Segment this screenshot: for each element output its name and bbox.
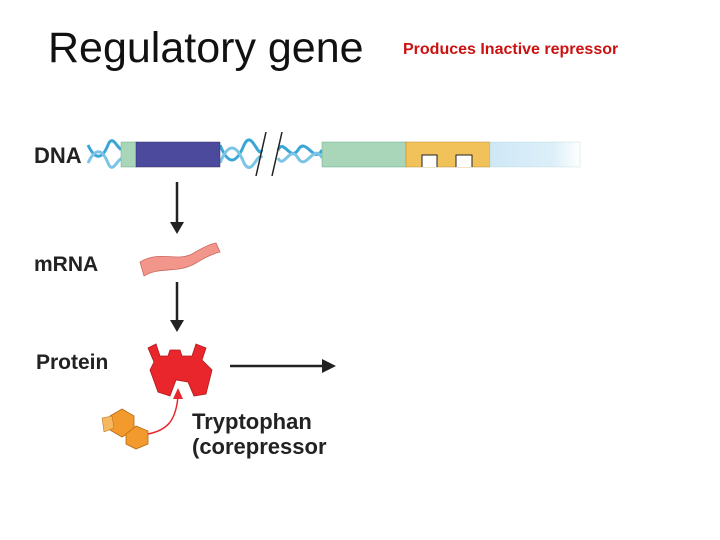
regulatory-gene-segment (135, 141, 221, 168)
translation-arrow (170, 282, 184, 332)
mrna-label: mRNA (34, 253, 99, 276)
transcription-arrow (170, 182, 184, 234)
dna-helix-middle (218, 138, 324, 169)
corepressor-text: (corepressor (192, 434, 327, 459)
repressor-protein (147, 343, 213, 397)
dna-label: DNA (34, 143, 82, 168)
dna-helix-left (86, 139, 127, 169)
tryptophan-text: Tryptophan (192, 409, 312, 434)
protein-label: Protein (36, 351, 109, 374)
slide-title: Regulatory gene (48, 24, 364, 72)
dna-break-marks (255, 131, 283, 177)
dna-leader-segment (120, 141, 138, 168)
slide-subtitle: Produces Inactive repressor (403, 41, 619, 58)
tryptophan-label: Tryptophan (corepressor (192, 409, 340, 459)
operator-segment (405, 141, 491, 168)
binding-arrow (147, 388, 183, 435)
trp-gene-segment (489, 141, 581, 168)
protein-output-arrow (230, 359, 336, 373)
tryptophan-molecule (101, 408, 149, 450)
promoter-segment (321, 141, 407, 168)
mrna-strand (139, 242, 221, 277)
